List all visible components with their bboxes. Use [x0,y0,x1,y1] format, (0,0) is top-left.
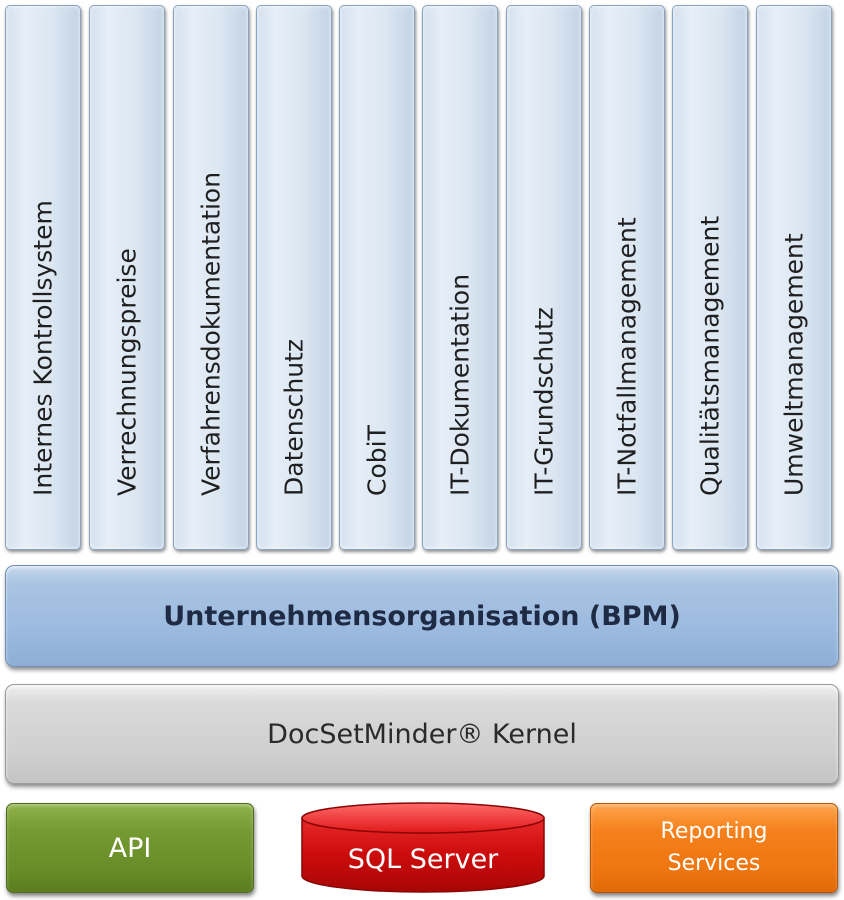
pillar-qualitaetsmanagement: Qualitätsmanagement [672,5,748,550]
api-label: API [108,832,152,864]
pillar-label: Verfahrensdokumentation [196,171,226,496]
pillar-label: Verrechnungspreise [112,248,142,496]
sql-server-label: SQL Server [347,843,499,875]
pillar-label: Qualitätsmanagement [695,215,725,496]
kernel-layer-label: DocSetMinder® Kernel [267,718,577,750]
kernel-layer: DocSetMinder® Kernel [5,684,839,784]
pillar-label: IT-Dokumentation [445,273,475,496]
pillar-label: Umweltmanagement [779,233,809,496]
pillar-it-dokumentation: IT-Dokumentation [422,5,498,550]
pillar-label: Internes Kontrollsystem [28,200,58,496]
database-cylinder-icon [301,802,545,893]
bpm-layer-label: Unternehmensorganisation (BPM) [163,600,681,632]
reporting-services-block: Reporting Services [590,803,838,893]
pillar-label: IT-Notfallmanagement [612,217,642,496]
pillar-cobit: CobiT [339,5,415,550]
pillar-verfahrensdokumentation: Verfahrensdokumentation [173,5,249,550]
bpm-layer: Unternehmensorganisation (BPM) [5,565,839,667]
module-pillars: Internes Kontrollsystem Verrechnungsprei… [5,5,841,550]
reporting-label-line1: Reporting [660,819,768,845]
sql-server-block: SQL Server [300,800,546,894]
pillar-label: IT-Grundschutz [529,307,559,496]
pillar-datenschutz: Datenschutz [256,5,332,550]
pillar-verrechnungspreise: Verrechnungspreise [89,5,165,550]
pillar-umweltmanagement: Umweltmanagement [756,5,832,550]
api-block: API [6,803,254,893]
reporting-label-line2: Services [667,851,761,876]
pillar-internes-kontrollsystem: Internes Kontrollsystem [5,5,81,550]
pillar-label: CobiT [362,425,392,496]
pillar-label: Datenschutz [279,339,309,496]
pillar-it-grundschutz: IT-Grundschutz [506,5,582,550]
pillar-it-notfallmanagement: IT-Notfallmanagement [589,5,665,550]
